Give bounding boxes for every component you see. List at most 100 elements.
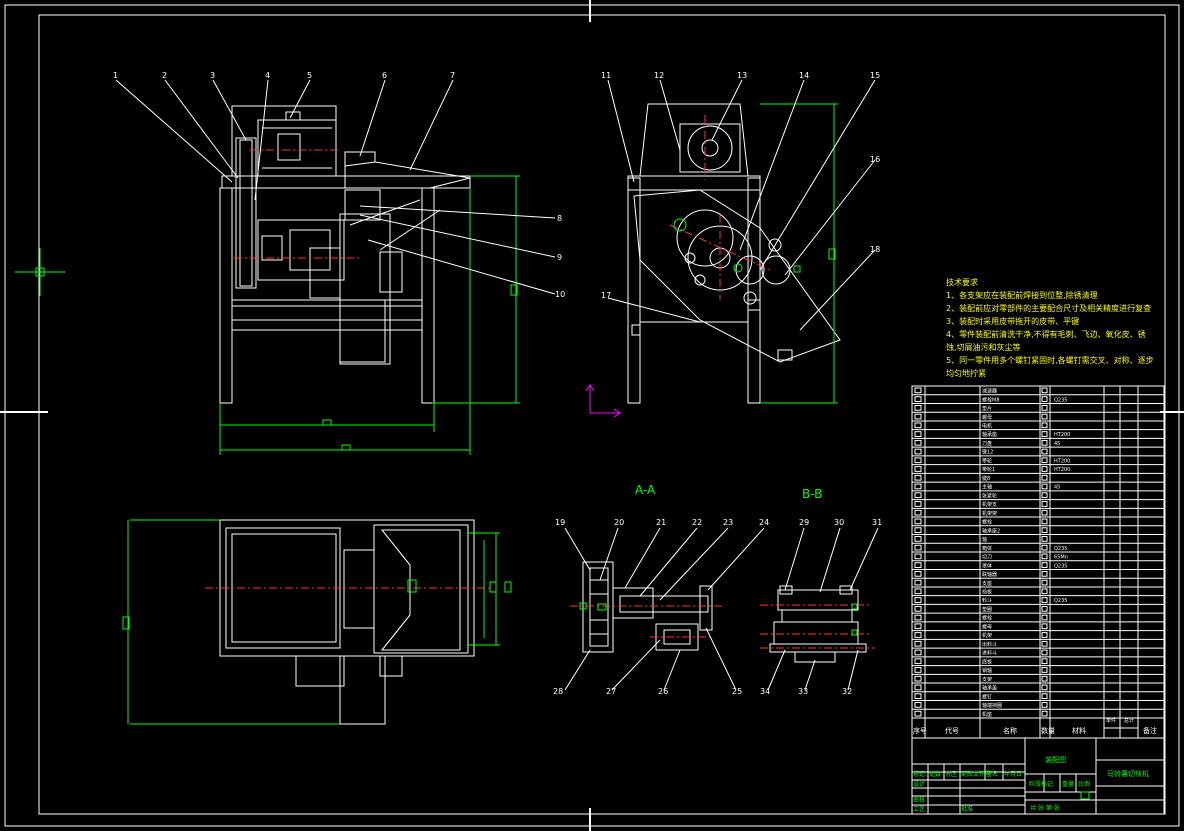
callout-30: 30: [834, 518, 844, 527]
bom-seq-box: [914, 649, 922, 656]
bom-seq-box: [914, 404, 922, 411]
section-title-b-b: B-B: [802, 487, 822, 501]
callout-20: 20: [614, 518, 624, 527]
bom-header-name: 名称: [1003, 726, 1017, 735]
callout-23: 23: [723, 518, 733, 527]
tb-sheet: 共 张 第 张: [1030, 804, 1060, 812]
bom-row-name: 垫片: [982, 405, 992, 412]
bom-row-name: 轴承座: [982, 431, 997, 438]
bom-header-code: 代号: [945, 726, 959, 735]
bom-row-name: 罩体: [982, 562, 992, 569]
bom-seq-box: [914, 605, 922, 612]
bom-row-name: 带轮1: [982, 466, 995, 473]
bom-qty-box: [1041, 492, 1048, 499]
callout-26: 26: [658, 687, 668, 696]
bom-qty-box: [1041, 605, 1048, 612]
bom-qty-box: [1041, 439, 1048, 446]
bom-row-name: 箱体: [982, 545, 992, 552]
bom-row-name: 主轴: [982, 484, 992, 491]
bom-row-material: Q235: [1054, 563, 1067, 569]
bom-qty-box: [1041, 387, 1048, 394]
bom-row-name: 垫圈: [982, 606, 992, 613]
bom-seq-box: [914, 413, 922, 420]
bom-qty-box: [1041, 413, 1048, 420]
section-a-leaders: [564, 527, 765, 691]
bom-row-name: 轴端挡圈: [982, 702, 1002, 709]
bom-qty-box: [1041, 553, 1048, 560]
tb-scale: 比例: [1078, 780, 1090, 788]
bom-seq-box: [914, 553, 922, 560]
bom-row-material: 65Mn: [1054, 555, 1068, 561]
bom-qty-box: [1041, 570, 1048, 577]
callout-28: 28: [553, 687, 563, 696]
bom-seq-box: [914, 597, 922, 603]
bom-row-name: 螺栓M8: [982, 396, 1000, 403]
bom-qty-box: [1041, 579, 1048, 586]
bom-seq-box: [914, 492, 922, 499]
inner-border: [38, 14, 1166, 815]
bom-seq-box: [914, 667, 922, 673]
bom-row-name: 出料斗: [982, 641, 997, 648]
callout-29: 29: [799, 518, 809, 527]
bom-qty-box: [1041, 457, 1048, 464]
bom-seq-box: [914, 396, 922, 402]
bom-seq-box: [914, 693, 922, 700]
tb-stage: 阶段标记: [1029, 780, 1053, 788]
section-title-a-a: A-A: [635, 483, 656, 497]
callout-8: 8: [557, 214, 562, 223]
bom-row-name: 键8: [982, 475, 990, 482]
tech-req-line-5: 蚀,切屑油污和灰尘等: [946, 342, 1021, 352]
bom-row-name: 机架支: [982, 501, 997, 508]
bom-seq-box: [914, 527, 922, 534]
bom-seq-box: [914, 474, 922, 481]
bom-row-name: 张紧轮: [982, 492, 997, 499]
bom-qty-box: [1041, 640, 1048, 647]
tech-req-heading: 技术要求: [946, 277, 978, 287]
bom-qty-box: [1041, 527, 1048, 534]
bom-qty-box: [1041, 448, 1048, 455]
drawing-number: 装配图: [1045, 755, 1066, 764]
callout-21: 21: [656, 518, 666, 527]
bom-qty-box: [1041, 509, 1048, 516]
bom-header-unit: 单件: [1106, 717, 1116, 724]
bom-qty-box: [1041, 684, 1048, 691]
bom-qty-box: [1041, 588, 1048, 595]
bom-row-material: HT200: [1054, 467, 1070, 473]
tech-req-line-6: 5、同一零件用多个螺钉紧固时,各螺钉需交叉、对称、逐步: [946, 355, 1154, 365]
top-view: [122, 519, 512, 725]
callout-7: 7: [450, 71, 455, 80]
bom-row-name: 切刀: [982, 554, 992, 561]
section-b-leaders: [767, 527, 879, 691]
bom-row-name: 螺母: [982, 414, 992, 421]
side-leaders: [607, 79, 876, 331]
bom-seq-box: [914, 422, 922, 429]
tb-approve: 批准: [961, 805, 973, 813]
callout-19: 19: [555, 518, 565, 527]
bom-seq-box: [914, 702, 922, 708]
section-a-a: [570, 561, 725, 653]
bom-seq-box: [914, 675, 922, 682]
bom-qty-box: [1041, 675, 1048, 682]
tech-req-line-7: 均匀地拧紧: [946, 368, 986, 378]
tb-mark-0: 标记: [913, 770, 925, 778]
bom-row-name: 进料斗: [982, 650, 997, 657]
outer-border: [4, 4, 1180, 827]
cad-crosshair-icon[interactable]: [15, 248, 65, 296]
callout-11: 11: [601, 71, 611, 80]
bom-row-name: 螺钉: [982, 693, 992, 700]
bom-qty-box: [1041, 649, 1048, 656]
bom-row-name: 机架: [982, 632, 992, 639]
callout-10: 10: [555, 290, 565, 299]
callout-4: 4: [265, 71, 270, 80]
tb-mark-1: 处数: [929, 770, 941, 778]
bom-row-name: 机架架: [982, 510, 997, 517]
bom-row-name: 电机: [982, 423, 992, 430]
bom-row-name: 支架: [982, 676, 992, 683]
bom-qty-box: [1041, 536, 1048, 542]
tb-mark-5: 年月日: [1004, 770, 1022, 778]
bom-seq-box: [914, 448, 922, 455]
bom-header-qty: 数量: [1041, 726, 1055, 735]
tb-process: 工艺: [913, 805, 925, 813]
bom-qty-box: [1041, 614, 1048, 621]
